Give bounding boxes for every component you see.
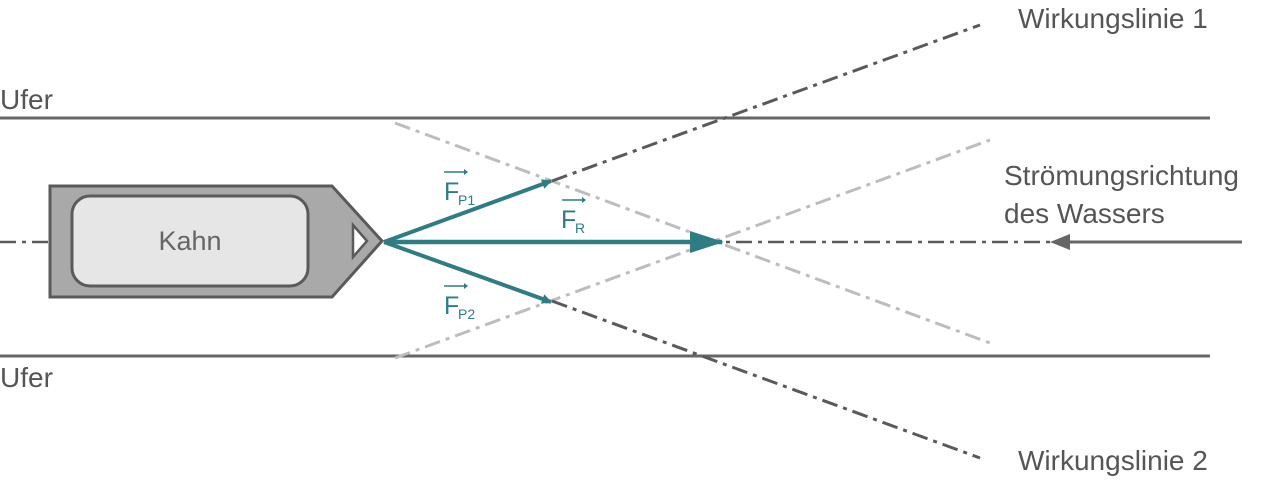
vector-tip-fp2 — [464, 283, 468, 289]
force-arrow-fp1 — [383, 179, 552, 244]
fp2-symbol: F — [444, 292, 459, 320]
flow-label-line1: Strömungsrichtung — [1004, 160, 1239, 191]
label-fp1: F P1 — [444, 169, 475, 208]
helper-line-2 — [394, 138, 991, 360]
boat-deck — [70, 194, 310, 288]
action-line-2 — [551, 299, 981, 460]
bank-top-label: Ufer — [0, 84, 53, 115]
action-line-1 — [551, 23, 981, 183]
label-fp2: F P2 — [444, 283, 475, 322]
force-arrow-fp2 — [383, 240, 552, 304]
boat-bow-cap — [351, 221, 369, 261]
vector-tip-fr — [582, 197, 586, 203]
label-fr: F R — [561, 197, 586, 236]
action-line-2-label: Wirkungslinie 2 — [1018, 445, 1208, 476]
vector-tip-fp1 — [464, 169, 468, 175]
helper-line-1 — [394, 121, 991, 345]
flow-arrow-head — [1050, 234, 1070, 250]
boat-label: Kahn — [158, 226, 221, 256]
fr-subscript: R — [575, 220, 585, 236]
fp1-subscript: P1 — [458, 192, 475, 208]
flow-label-line2: des Wassers — [1004, 198, 1165, 229]
fp1-symbol: F — [444, 178, 459, 206]
fr-symbol: F — [561, 206, 576, 234]
boat: Kahn — [48, 184, 385, 299]
action-line-1-label: Wirkungslinie 1 — [1018, 3, 1208, 34]
fp2-subscript: P2 — [458, 306, 475, 322]
bank-bottom-label: Ufer — [0, 362, 53, 393]
